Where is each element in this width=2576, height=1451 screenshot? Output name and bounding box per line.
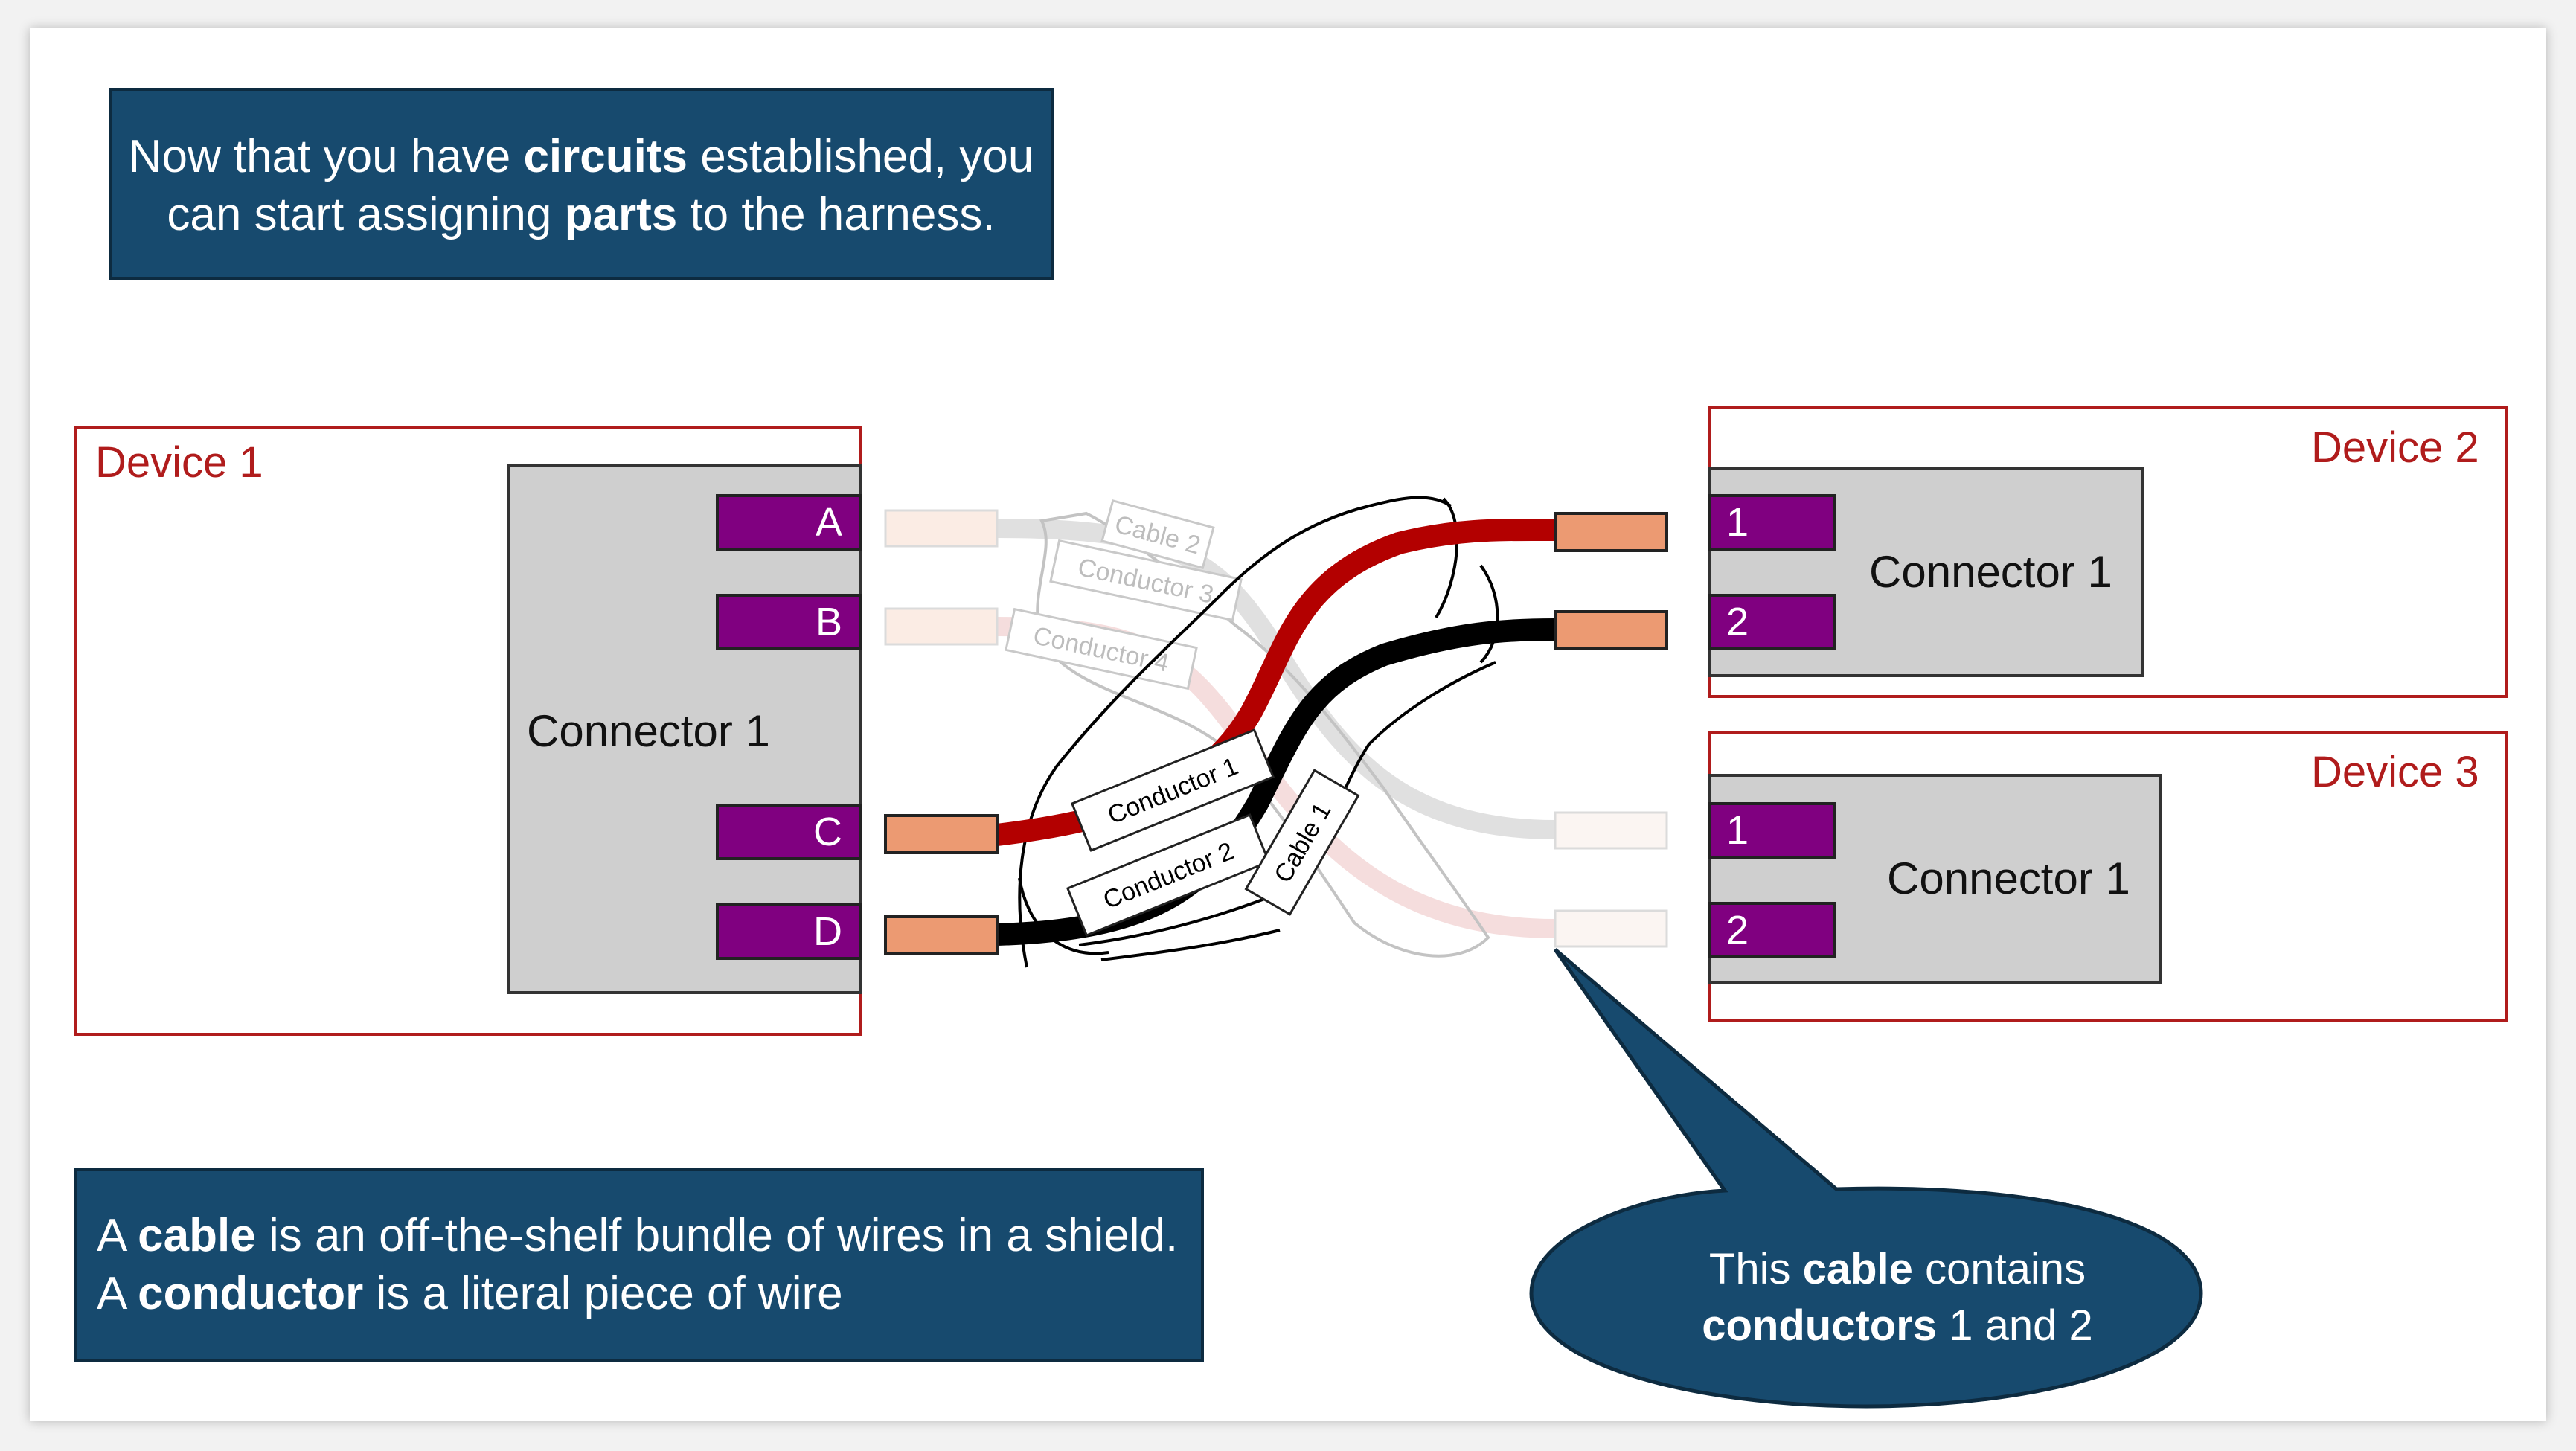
intro-text-parts: parts: [564, 189, 678, 240]
bubble-line2-bold: conductors: [1702, 1301, 1938, 1350]
speech-bubble-line-1: This cable contains: [1548, 1241, 2247, 1298]
intro-text-mid: established, you can start assigning: [167, 131, 1034, 240]
definitions-callout: A cable is an off-the-shelf bundle of wi…: [74, 1168, 1204, 1362]
intro-text-circuits: circuits: [523, 131, 688, 182]
faded-terminal-device-3-pin-1: [1554, 811, 1668, 850]
intro-callout: Now that you have circuits established, …: [109, 88, 1054, 280]
def-cable-bold: cable: [138, 1210, 256, 1261]
speech-bubble: [1529, 948, 2203, 1409]
device-2-pin-2: 2: [1708, 594, 1836, 650]
def-cable-pre: A: [97, 1210, 138, 1261]
terminal-d: [884, 915, 999, 955]
pin-a: A: [716, 494, 862, 551]
def-conductor-pre: A: [97, 1268, 138, 1319]
def-conductor-post: is a literal piece of wire: [363, 1268, 843, 1319]
terminal-device-2-pin-2: [1554, 610, 1668, 650]
cable-1-outline-top-loop: [1435, 497, 1499, 664]
def-conductor-bold: conductor: [138, 1268, 364, 1319]
device-3-connector-label: Connector 1: [1887, 853, 2130, 903]
device-3-pin-2: 2: [1708, 902, 1836, 958]
def-cable-post: is an off-the-shelf bundle of wires in a…: [255, 1210, 1179, 1261]
faded-terminal-b: [884, 607, 999, 646]
bubble-line1-bold: cable: [1802, 1245, 1913, 1293]
terminal-device-2-pin-1: [1554, 512, 1668, 552]
intro-text-pre: Now that you have: [128, 131, 524, 182]
speech-bubble-text: This cable contains conductors 1 and 2: [1548, 1241, 2247, 1354]
device-2-label: Device 2: [2311, 423, 2479, 472]
terminal-c: [884, 814, 999, 854]
device-2-connector-label: Connector 1: [1869, 547, 2112, 597]
device-1-connector-label: Connector 1: [527, 706, 770, 756]
pin-c: C: [716, 804, 862, 860]
definition-cable: A cable is an off-the-shelf bundle of wi…: [97, 1207, 1201, 1265]
speech-bubble-line-2: conductors 1 and 2: [1548, 1298, 2247, 1354]
pin-d: D: [716, 903, 862, 960]
pin-b: B: [716, 594, 862, 650]
device-2-pin-1: 1: [1708, 494, 1836, 551]
faded-label-conductor-4: Conductor 4: [1005, 607, 1198, 691]
device-3-label: Device 3: [2311, 748, 2479, 796]
label-conductor-2: Conductor 2: [1066, 813, 1271, 937]
definition-conductor: A conductor is a literal piece of wire: [97, 1265, 1201, 1323]
faded-cable-2-outline: [1036, 511, 1490, 958]
device-3-pin-1: 1: [1708, 802, 1836, 859]
bubble-line2-post: 1 and 2: [1937, 1301, 2093, 1350]
faded-terminal-a: [884, 509, 999, 548]
bubble-line1-pre: This: [1708, 1245, 1803, 1293]
faded-terminal-device-3-pin-2: [1554, 909, 1668, 948]
bubble-line1-post: contains: [1912, 1245, 2086, 1293]
intro-text-post: to the harness.: [677, 189, 996, 240]
device-1-label: Device 1: [95, 438, 263, 487]
